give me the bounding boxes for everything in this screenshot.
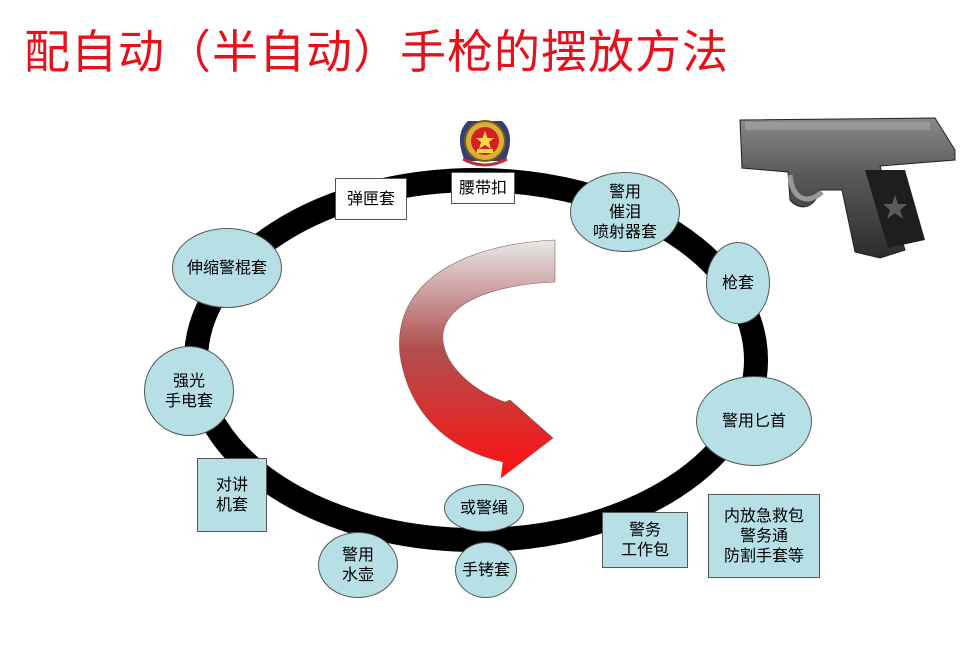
flashlight-holder-node: 强光 手电套 — [144, 346, 234, 436]
holster-node: 枪套 — [706, 242, 770, 324]
rope-node: 或警绳 — [444, 484, 524, 532]
work-bag-node: 警务 工作包 — [602, 512, 688, 568]
water-bottle-node: 警用 水壶 — [318, 532, 398, 598]
handcuff-holder-node: 手铐套 — [455, 542, 517, 598]
belt-buckle-label: 腰带扣 — [451, 172, 515, 204]
pepper-spray-holder-node: 警用 催泪 喷射器套 — [570, 172, 680, 252]
knife-node: 警用匕首 — [696, 376, 812, 466]
magazine-pouch-label: 弹匣套 — [335, 178, 407, 220]
pistol-icon — [739, 117, 956, 259]
bag-contents-node: 内放急救包 警务通 防割手套等 — [708, 494, 820, 578]
page-title: 配自动（半自动）手枪的摆放方法 — [24, 25, 729, 79]
baton-holder-node: 伸缩警棍套 — [172, 228, 282, 308]
police-emblem-icon — [459, 120, 511, 167]
radio-holder-node: 对讲 机套 — [197, 458, 267, 532]
curved-arrow-icon — [399, 239, 556, 479]
